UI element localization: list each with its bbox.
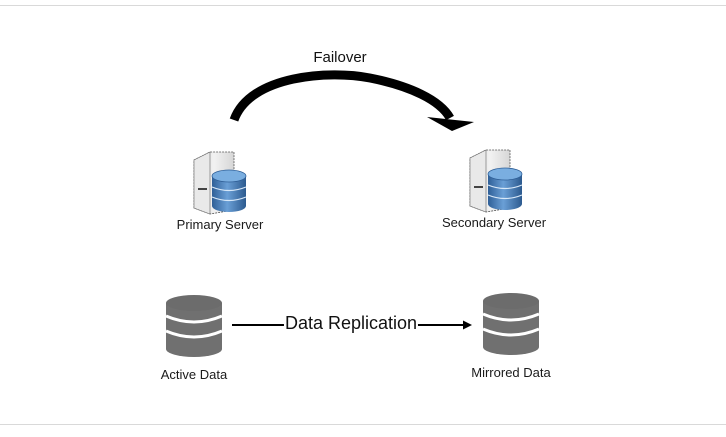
top-divider [0,5,726,6]
bottom-divider [0,424,726,425]
active-data-database-icon [165,295,223,357]
mirrored-data-label: Mirrored Data [471,365,551,380]
mirrored-data-database-icon [482,293,540,355]
primary-server-icon [193,151,247,215]
secondary-server-label: Secondary Server [441,215,547,230]
failover-arrowhead [427,117,474,131]
failover-label: Failover [313,49,367,66]
active-data-label: Active Data [160,367,228,382]
secondary-server-icon [469,149,523,213]
replication-arrowhead [463,320,472,330]
failover-arc [229,70,454,122]
replication-label: Data Replication [283,313,419,334]
primary-server-label: Primary Server [176,217,264,232]
